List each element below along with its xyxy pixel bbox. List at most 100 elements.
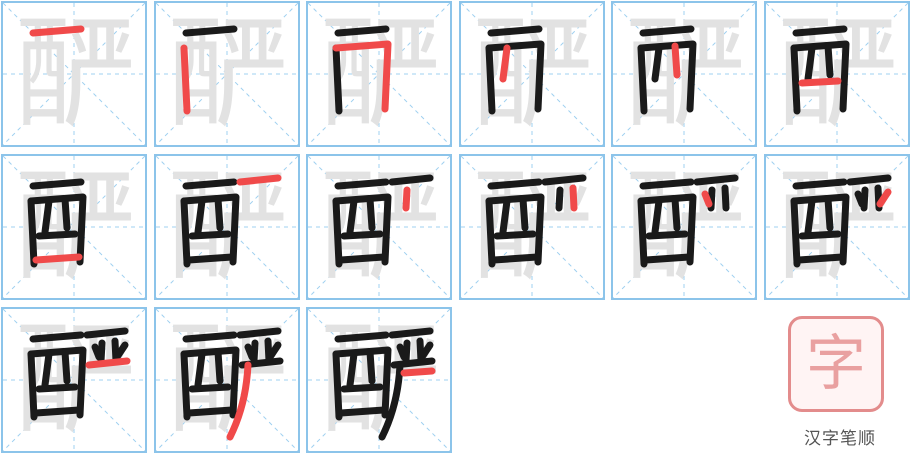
completed-stroke: [194, 197, 205, 236]
current-stroke: [671, 42, 681, 79]
brand-label: 汉字笔顺: [804, 429, 876, 449]
completed-stroke: [388, 174, 434, 186]
guide-line: [460, 3, 603, 145]
completed-stroke: [113, 341, 129, 361]
completed-stroke: [332, 350, 343, 421]
completed-stroke: [32, 406, 83, 417]
completed-stroke: [637, 193, 697, 266]
stroke-glyph: [790, 25, 849, 115]
stroke-step-cell: 酽: [153, 307, 300, 453]
stroke-step-cell: 酽: [306, 307, 452, 453]
completed-stroke: [35, 230, 79, 240]
completed-stroke: [790, 40, 849, 113]
completed-stroke: [29, 331, 85, 343]
completed-stroke: [790, 44, 800, 115]
completed-stroke: [29, 178, 85, 190]
stroke-glyph: [485, 174, 586, 268]
stroke-step-cell: 酽: [763, 154, 910, 300]
completed-stroke: [693, 174, 739, 186]
guide-line: [3, 3, 145, 145]
completed-stroke: [337, 253, 388, 264]
guide-line: [308, 156, 450, 298]
current-stroke: [226, 361, 251, 441]
completed-stroke: [61, 195, 71, 232]
stroke-step-cell: 酽: [1, 154, 147, 300]
completed-stroke: [487, 25, 542, 37]
completed-stroke: [798, 230, 841, 240]
stroke-glyph: [637, 174, 739, 268]
completed-stroke: [651, 44, 663, 83]
completed-stroke: [645, 230, 689, 240]
completed-stroke: [332, 44, 343, 115]
completed-stroke: [485, 40, 544, 113]
guide-line: [765, 3, 908, 145]
current-stroke: [400, 367, 436, 377]
guide-line: [3, 156, 145, 298]
guide-line: [613, 3, 755, 145]
stroke-step-cell: 酽: [611, 1, 757, 147]
guide-lines: [155, 3, 298, 145]
stroke-step-cell: 酽: [1, 307, 147, 453]
guide-line: [308, 3, 450, 145]
current-stroke: [180, 44, 190, 115]
completed-stroke: [790, 197, 800, 268]
guide-lines: [3, 156, 145, 298]
completed-stroke: [499, 197, 510, 236]
stroke-step-cell: 酽: [1, 1, 147, 147]
guide-line: [460, 3, 603, 145]
stroke-glyph: [29, 25, 85, 37]
completed-stroke: [185, 253, 235, 264]
stroke-step-cell: 酽: [763, 1, 910, 147]
guide-lines: [765, 3, 908, 145]
guide-lines: [613, 3, 755, 145]
completed-stroke: [340, 383, 384, 393]
completed-stroke: [41, 350, 53, 389]
guide-lines: [308, 3, 450, 145]
guide-line: [613, 3, 755, 145]
completed-stroke: [332, 197, 343, 268]
completed-stroke: [334, 25, 390, 37]
completed-stroke: [388, 327, 434, 339]
guide-line: [613, 156, 755, 298]
completed-stroke: [61, 348, 71, 385]
guide-line: [460, 156, 603, 298]
guide-line: [155, 156, 298, 298]
stroke-glyph: [332, 327, 436, 441]
completed-stroke: [346, 197, 358, 236]
completed-stroke: [188, 230, 231, 240]
guide-line: [765, 156, 908, 298]
completed-stroke: [639, 25, 695, 37]
completed-stroke: [485, 44, 495, 115]
completed-stroke: [651, 197, 663, 236]
completed-stroke: [795, 253, 845, 264]
stamp-logo-icon: 字: [788, 316, 888, 416]
completed-stroke: [41, 197, 53, 236]
completed-stroke: [334, 331, 390, 343]
current-stroke: [236, 174, 281, 186]
completed-stroke: [396, 343, 408, 361]
completed-stroke: [637, 44, 648, 115]
completed-stroke: [83, 327, 129, 339]
completed-stroke: [332, 346, 392, 419]
completed-stroke: [804, 197, 815, 236]
completed-stroke: [27, 350, 38, 421]
completed-stroke: [846, 174, 891, 186]
stroke-glyph: [485, 25, 544, 115]
stroke-glyph: [332, 25, 392, 115]
completed-stroke: [182, 25, 237, 37]
completed-stroke: [27, 197, 38, 268]
completed-stroke: [792, 25, 847, 37]
completed-stroke: [639, 178, 695, 190]
guide-lines: [460, 3, 603, 145]
stamp-character: 字: [806, 329, 866, 399]
stroke-glyph: [637, 25, 697, 115]
completed-stroke: [91, 343, 103, 361]
current-stroke: [85, 357, 131, 369]
stroke-step-cell: 酽: [153, 154, 300, 300]
current-stroke: [499, 44, 510, 83]
completed-stroke: [637, 40, 697, 113]
stroke-glyph: [332, 174, 434, 268]
completed-stroke: [366, 195, 376, 232]
completed-stroke: [180, 197, 190, 268]
completed-stroke: [244, 343, 255, 361]
